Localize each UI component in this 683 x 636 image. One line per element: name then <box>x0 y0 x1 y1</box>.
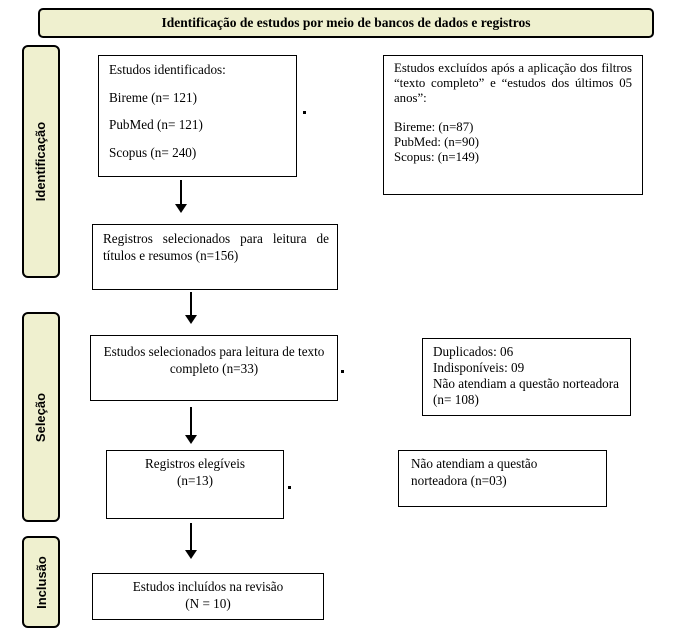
full-text-text: Estudos selecionados para leitura de tex… <box>103 344 325 376</box>
box-excluded-eligible: Não atendiam a questão norteadora (n=03) <box>398 450 607 507</box>
connector-mark <box>341 370 344 373</box>
identified-scopus: Scopus (n= 240) <box>109 144 197 160</box>
excluded-indisponiveis: Indisponíveis: 09 <box>433 360 525 376</box>
box-excluded-full-text: Duplicados: 06 Indisponíveis: 09 Não ate… <box>422 338 631 416</box>
header-title: Identificação de estudos por meio de ban… <box>161 15 531 30</box>
identified-title: Estudos identificados: <box>109 62 226 77</box>
connector-mark <box>303 111 306 114</box>
arrow-down <box>184 407 198 444</box>
phase-identificacao-label: Identificação <box>33 121 49 202</box>
arrow-down <box>174 180 188 213</box>
excluded-eligible-text: Não atendiam a questão norteadora (n=03) <box>411 456 538 488</box>
arrow-down <box>184 523 198 559</box>
eligible-label: Registros elegíveis <box>145 456 245 471</box>
phase-inclusao-label: Inclusão <box>33 555 49 609</box>
excluded-duplicados: Duplicados: 06 <box>433 344 514 359</box>
identified-bireme: Bireme (n= 121) <box>109 89 198 105</box>
phase-identificacao: Identificação <box>22 45 60 278</box>
box-eligible: Registros elegíveis (n=13) <box>106 450 284 519</box>
phase-selecao-label: Seleção <box>33 392 49 442</box>
included-label: Estudos incluídos na revisão <box>132 579 284 594</box>
connector-mark <box>288 486 291 489</box>
included-count: (N = 10) <box>185 595 231 611</box>
excluded-pubmed: PubMed: (n=90) <box>394 135 480 150</box>
titles-abstracts-text: Registros selecionados para leitura de t… <box>103 231 329 263</box>
excluded-bireme: Bireme: (n=87) <box>394 120 474 135</box>
flow-header: Identificação de estudos por meio de ban… <box>38 8 654 38</box>
box-full-text: Estudos selecionados para leitura de tex… <box>90 335 338 401</box>
box-excluded-filters: Estudos excluídos após a aplicação dos f… <box>383 55 643 195</box>
box-titles-abstracts: Registros selecionados para leitura de t… <box>92 224 338 290</box>
identified-pubmed: PubMed (n= 121) <box>109 117 203 132</box>
phase-selecao: Seleção <box>22 312 60 522</box>
excluded-scopus: Scopus: (n=149) <box>394 150 480 165</box>
box-included: Estudos incluídos na revisão (N = 10) <box>92 573 324 620</box>
phase-inclusao: Inclusão <box>22 536 60 628</box>
box-identified: Estudos identificados: Bireme (n= 121) P… <box>98 55 297 177</box>
eligible-count: (n=13) <box>176 472 213 488</box>
excluded-filters-text: Estudos excluídos após a aplicação dos f… <box>394 61 632 106</box>
arrow-down <box>184 292 198 324</box>
excluded-nao-atendiam: Não atendiam a questão norteadora (n= 10… <box>433 376 620 408</box>
